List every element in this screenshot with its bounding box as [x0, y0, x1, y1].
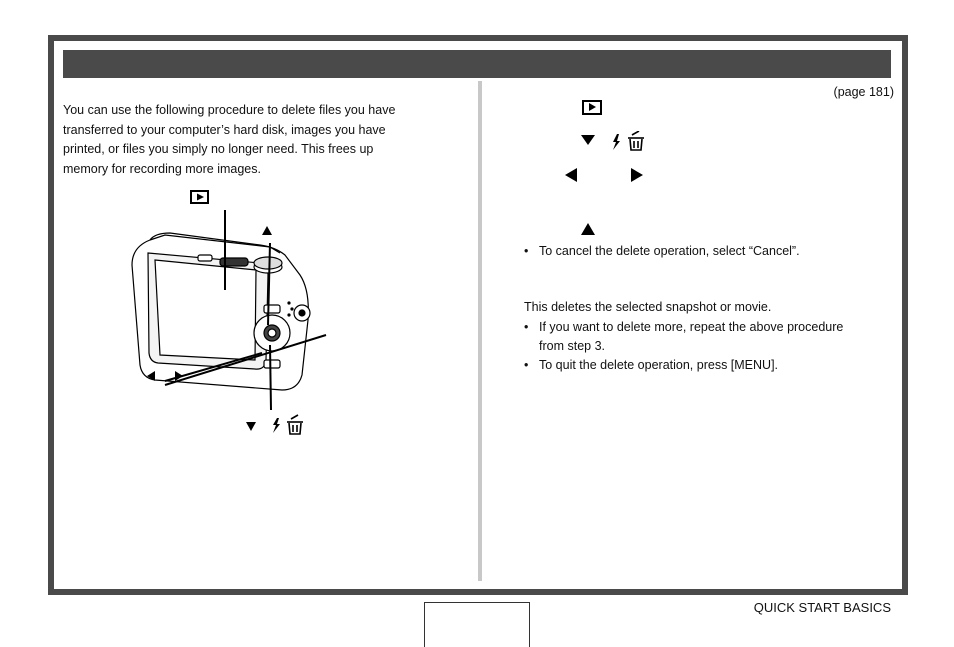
bullet-more-line: If you want to delete more, repeat the a…	[539, 320, 844, 334]
flash-icon	[613, 134, 620, 150]
bullet-dot: •	[524, 320, 529, 334]
intro-line: transferred to your computer’s hard disk…	[63, 122, 386, 137]
footer-section-label: QUICK START BASICS	[753, 600, 891, 615]
bullet-more: • If you want to delete more, repeat the…	[524, 318, 884, 356]
bullet-dot: •	[524, 244, 529, 258]
down-arrow-icon	[581, 135, 595, 145]
delete-key-icons	[581, 130, 644, 151]
step-playback-row	[582, 98, 602, 115]
step-select-row	[565, 167, 645, 186]
camera-illustration	[131, 190, 327, 435]
down-arrow-icon	[246, 422, 256, 431]
title-bar	[63, 50, 891, 78]
column-divider	[478, 81, 482, 581]
step-confirm-row	[580, 222, 598, 239]
bullet-dot: •	[524, 358, 529, 372]
up-arrow-icon	[581, 223, 595, 235]
left-arrow-icon	[147, 371, 155, 381]
bullet-more-line: from step 3.	[539, 339, 605, 353]
left-arrow-icon	[565, 168, 577, 182]
bullet-quit: • To quit the delete operation, press [M…	[524, 356, 884, 375]
page-reference: (page 181)	[833, 85, 894, 99]
camera-body	[131, 232, 311, 391]
intro-line: printed, or files you simply no longer n…	[63, 142, 374, 156]
bullet-cancel-text: To cancel the delete operation, select “…	[539, 244, 800, 258]
right-arrow-icon	[175, 371, 183, 381]
left-right-keys	[565, 168, 643, 182]
intro-line: memory for recording more images.	[63, 161, 261, 176]
flash-icon	[273, 418, 280, 433]
deletes-text: This deletes the selected snapshot or mo…	[524, 300, 772, 314]
bullet-more-text: If you want to delete more, repeat the a…	[524, 318, 884, 356]
up-arrow-icon	[262, 226, 272, 235]
right-arrow-icon	[631, 168, 643, 182]
page-number-box	[424, 602, 530, 647]
intro-paragraph: You can use the following procedure to d…	[63, 101, 443, 179]
intro-line: You can use the following procedure to d…	[63, 103, 396, 117]
trash-icon	[628, 130, 644, 151]
playback-icon	[582, 99, 602, 115]
bullet-quit-text: To quit the delete operation, press [MEN…	[539, 358, 779, 372]
playback-icon	[190, 190, 209, 204]
step-delete-row	[580, 130, 652, 154]
trash-icon	[287, 414, 303, 435]
bullet-cancel: • To cancel the delete operation, select…	[524, 242, 884, 261]
